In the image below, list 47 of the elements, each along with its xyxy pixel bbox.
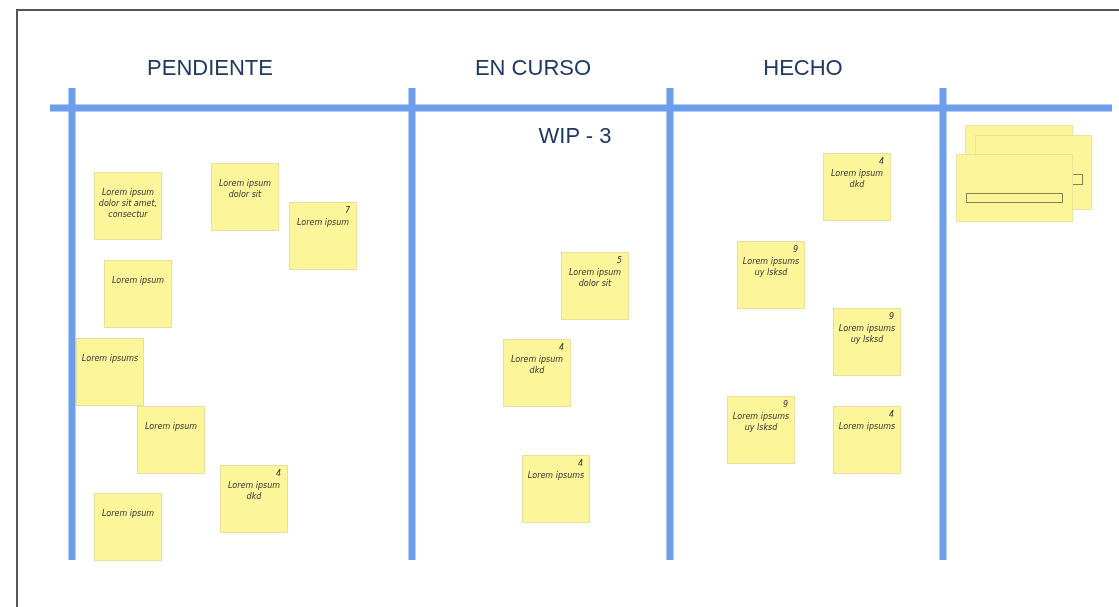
wip-limit-label: WIP - 3 <box>538 123 612 149</box>
estimate-number: 4 <box>558 343 564 352</box>
sticky-note <box>211 163 279 231</box>
sticky-note <box>522 455 590 523</box>
estimate-number: 9 <box>888 312 894 321</box>
note-text: Lorem ipsum dkd <box>509 354 565 376</box>
note-text: Lorem ipsum dolor sit <box>217 178 273 200</box>
estimate-number: 9 <box>792 245 798 254</box>
estimate-number: 5 <box>616 256 622 265</box>
note-text: Lorem ipsum <box>100 508 156 519</box>
sticky-note <box>94 493 162 561</box>
note-text: Lorem ipsums uy lsksd <box>837 323 897 345</box>
sticky-note <box>503 339 571 407</box>
sticky-note <box>727 396 795 464</box>
note-text: Lorem ipsum <box>110 275 166 286</box>
note-text: Lorem ipsums <box>837 421 897 432</box>
note-text: Lorem ipsum dolor sit <box>567 267 623 289</box>
column-header: HECHO <box>763 55 843 81</box>
estimate-number: 4 <box>878 157 884 166</box>
sticky-note <box>823 153 891 221</box>
sticky-note <box>94 172 162 240</box>
column-header: EN CURSO <box>474 55 592 81</box>
sticky-note <box>220 465 288 533</box>
sticky-note <box>833 308 901 376</box>
note-text: Lorem ipsums <box>526 470 586 481</box>
sticky-note <box>137 406 205 474</box>
sticky-note <box>833 406 901 474</box>
note-text: Lorem ipsums <box>80 353 140 364</box>
note-text: Lorem ipsum dkd <box>829 168 885 190</box>
note-text: Lorem ipsum <box>143 421 199 432</box>
sticky-note <box>104 260 172 328</box>
estimate-number: 9 <box>782 400 788 409</box>
sticky-note <box>737 241 805 309</box>
sticky-note <box>561 252 629 320</box>
note-text: Lorem ipsum dolor sit amet, consectur <box>98 187 158 220</box>
estimate-number: 7 <box>344 206 350 215</box>
sticky-note <box>289 202 357 270</box>
estimate-number: 4 <box>888 410 894 419</box>
note-text: Lorem ipsum <box>295 217 351 228</box>
card-stack-drawing <box>955 124 1093 223</box>
estimate-number: 4 <box>275 469 281 478</box>
note-text: Lorem ipsum dkd <box>226 480 282 502</box>
column-header: PENDIENTE <box>147 55 273 81</box>
estimate-number: 4 <box>577 459 583 468</box>
sticky-note <box>76 338 144 406</box>
note-text: Lorem ipsums uy lsksd <box>741 256 801 278</box>
note-text: Lorem ipsums uy lsksd <box>731 411 791 433</box>
